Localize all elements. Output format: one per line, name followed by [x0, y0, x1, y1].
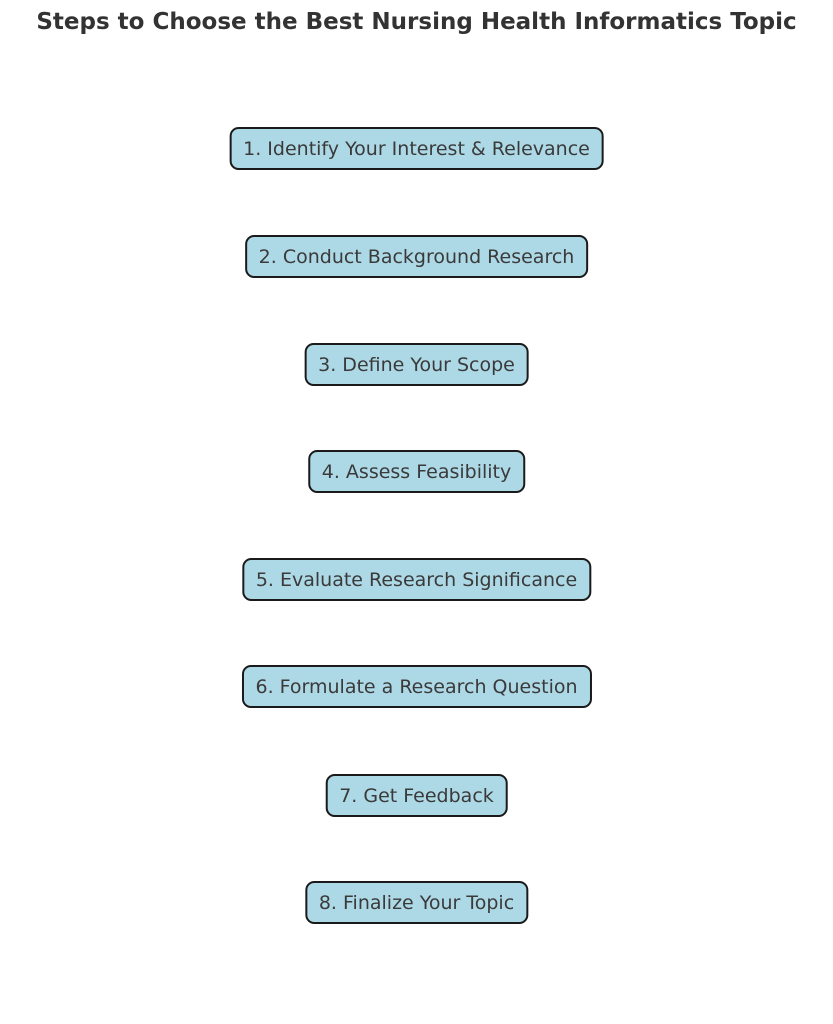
- step-box-2: 2. Conduct Background Research: [244, 235, 589, 278]
- step-box-6: 6. Formulate a Research Question: [241, 665, 592, 708]
- step-box-5: 5. Evaluate Research Significance: [241, 558, 592, 601]
- step-box-7: 7. Get Feedback: [325, 774, 508, 817]
- step-box-1: 1. Identify Your Interest & Relevance: [229, 127, 604, 170]
- step-box-8: 8. Finalize Your Topic: [304, 881, 529, 924]
- step-box-3: 3. Define Your Scope: [304, 343, 529, 386]
- step-box-4: 4. Assess Feasibility: [307, 450, 526, 493]
- page-title: Steps to Choose the Best Nursing Health …: [36, 9, 797, 35]
